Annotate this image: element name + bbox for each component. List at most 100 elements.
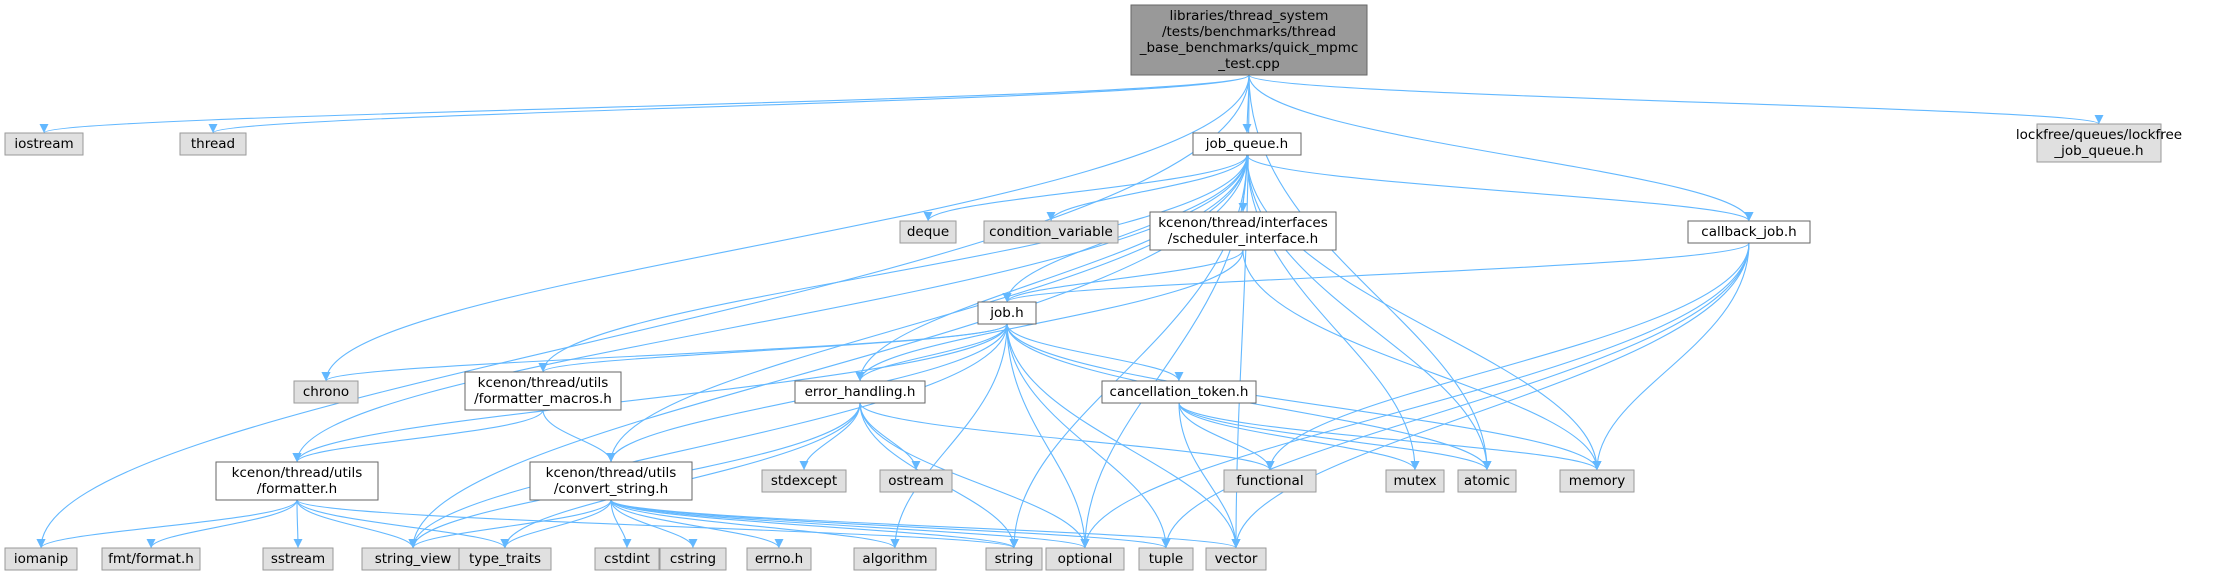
edge-error_handling_h-to-optional (859, 402, 1090, 549)
node-label: algorithm (862, 551, 927, 567)
node-job-queue-h[interactable]: job_queue.h (1192, 132, 1302, 156)
node-box (458, 547, 552, 571)
node-box (464, 371, 622, 411)
node-box (594, 547, 660, 571)
node-label: /scheduler_interface.h (1168, 231, 1318, 247)
node-label: error_handling.h (805, 384, 916, 400)
edge-root-to-iomanip (36, 74, 1250, 549)
node-formatter-macros-h[interactable]: kcenon/thread/utils/formatter_macros.h (464, 371, 622, 411)
edge-convert_string_h-to-string_view (408, 499, 612, 549)
node-label: mutex (1393, 473, 1436, 489)
edge-formatter_h-to-sstream (293, 499, 303, 549)
node-label: lockfree/queues/lockfree (2016, 127, 2182, 143)
edge-job_queue_h-to-error_handling_h (855, 154, 1248, 382)
node-box (1559, 469, 1635, 493)
edge-job_queue_h-to-condition_variable (1046, 154, 1248, 222)
node-box (262, 547, 334, 571)
node-job-h[interactable]: job.h (977, 301, 1037, 325)
node-label: cstdint (604, 551, 650, 567)
node-scheduler-interface-h[interactable]: kcenon/thread/interfaces/scheduler_inter… (1149, 211, 1337, 251)
node-label: kcenon/thread/utils (546, 465, 677, 481)
node-string-view: string_view (361, 547, 465, 571)
node-label: /formatter.h (257, 481, 337, 497)
edge-root-to-thread (208, 74, 1250, 134)
node-layer: libraries/thread_system/tests/benchmarks… (4, 4, 2182, 571)
edge-error_handling_h-to-stdexcept (799, 402, 861, 471)
edge-job_h-to-formatter_h (292, 323, 1008, 463)
node-sstream: sstream (262, 547, 334, 571)
edge-formatter_macros_h-to-convert_string_h (542, 409, 616, 463)
node-label: /formatter_macros.h (474, 391, 612, 407)
edge-cancellation_token_h-to-mutex (1178, 402, 1420, 471)
edge-cancellation_token_h-to-vector (1178, 402, 1241, 549)
node-label: sstream (271, 551, 325, 567)
node-algorithm: algorithm (853, 547, 937, 571)
edge-formatter_macros_h-to-formatter_h (292, 409, 544, 463)
edge-formatter_h-to-string (296, 499, 1019, 549)
edge-cancellation_token_h-to-atomic (1178, 402, 1492, 471)
node-label: ostream (888, 473, 944, 489)
edge-formatter_h-to-iomanip (36, 499, 298, 549)
node-label: atomic (1464, 473, 1510, 489)
node-cancellation-token-h[interactable]: cancellation_token.h (1101, 380, 1257, 404)
node-label: kcenon/thread/interfaces (1158, 215, 1328, 231)
edge-root-to-iostream (40, 74, 1250, 134)
edge-job_h-to-formatter_macros_h (538, 323, 1008, 373)
node-label: kcenon/thread/utils (232, 465, 363, 481)
node-functional: functional (1223, 469, 1317, 493)
node-label: fmt/format.h (108, 551, 194, 567)
edge-convert_string_h-to-type_traits (500, 499, 612, 549)
node-box (4, 132, 84, 156)
edge-scheduler_interface_h-to-memory (1242, 249, 1602, 471)
node-optional: optional (1045, 547, 1125, 571)
edge-job_queue_h-to-memory (1246, 154, 1602, 471)
node-formatter-h[interactable]: kcenon/thread/utils/formatter.h (215, 461, 379, 501)
node-label: errno.h (755, 551, 803, 567)
node-label: string_view (375, 551, 452, 567)
node-ostream: ostream (879, 469, 953, 493)
edge-job_queue_h-to-convert_string_h (606, 154, 1248, 463)
node-label: stdexcept (771, 473, 837, 489)
edge-callback_job_h-to-functional (1265, 242, 1750, 471)
edge-root-to-chrono (321, 74, 1250, 382)
node-cstdint: cstdint (594, 547, 660, 571)
node-box (4, 547, 78, 571)
node-label: iostream (14, 136, 73, 152)
node-box (746, 547, 812, 571)
node-label: type_traits (469, 551, 541, 567)
node-box (1385, 469, 1445, 493)
node-box (179, 132, 247, 156)
edge-formatter_h-to-type_traits (296, 499, 510, 549)
node-convert-string-h[interactable]: kcenon/thread/utils/convert_string.h (529, 461, 693, 501)
node-box (293, 380, 359, 404)
edge-callback_job_h-to-memory (1592, 242, 1750, 471)
node-box (1457, 469, 1517, 493)
edge-scheduler_interface_h-to-error_handling_h (855, 249, 1244, 382)
node-label: cstring (670, 551, 716, 567)
node-root[interactable]: libraries/thread_system/tests/benchmarks… (1130, 4, 1368, 76)
node-box (985, 547, 1043, 571)
node-label: chrono (303, 384, 349, 400)
node-tuple: tuple (1138, 547, 1194, 571)
node-label: libraries/thread_system (1170, 8, 1329, 24)
edge-convert_string_h-to-string (610, 499, 1019, 549)
node-box (977, 301, 1037, 325)
node-box (1130, 4, 1368, 76)
node-atomic: atomic (1457, 469, 1517, 493)
node-box (1138, 547, 1194, 571)
node-callback-job-h[interactable]: callback_job.h (1687, 220, 1811, 244)
node-label: iomanip (14, 551, 68, 567)
node-box (1223, 469, 1317, 493)
edge-job_queue_h-to-formatter_macros_h (538, 154, 1248, 373)
node-label: /convert_string.h (554, 481, 668, 497)
node-vector: vector (1205, 547, 1267, 571)
node-condition-variable: condition_variable (983, 220, 1119, 244)
node-box (1045, 547, 1125, 571)
edge-cancellation_token_h-to-memory (1178, 402, 1602, 471)
node-label: /tests/benchmarks/thread (1162, 24, 1336, 40)
node-box (983, 220, 1119, 244)
node-error-handling-h[interactable]: error_handling.h (794, 380, 926, 404)
edge-job_h-to-tuple (1006, 323, 1171, 549)
edge-cancellation_token_h-to-functional (1178, 402, 1275, 471)
